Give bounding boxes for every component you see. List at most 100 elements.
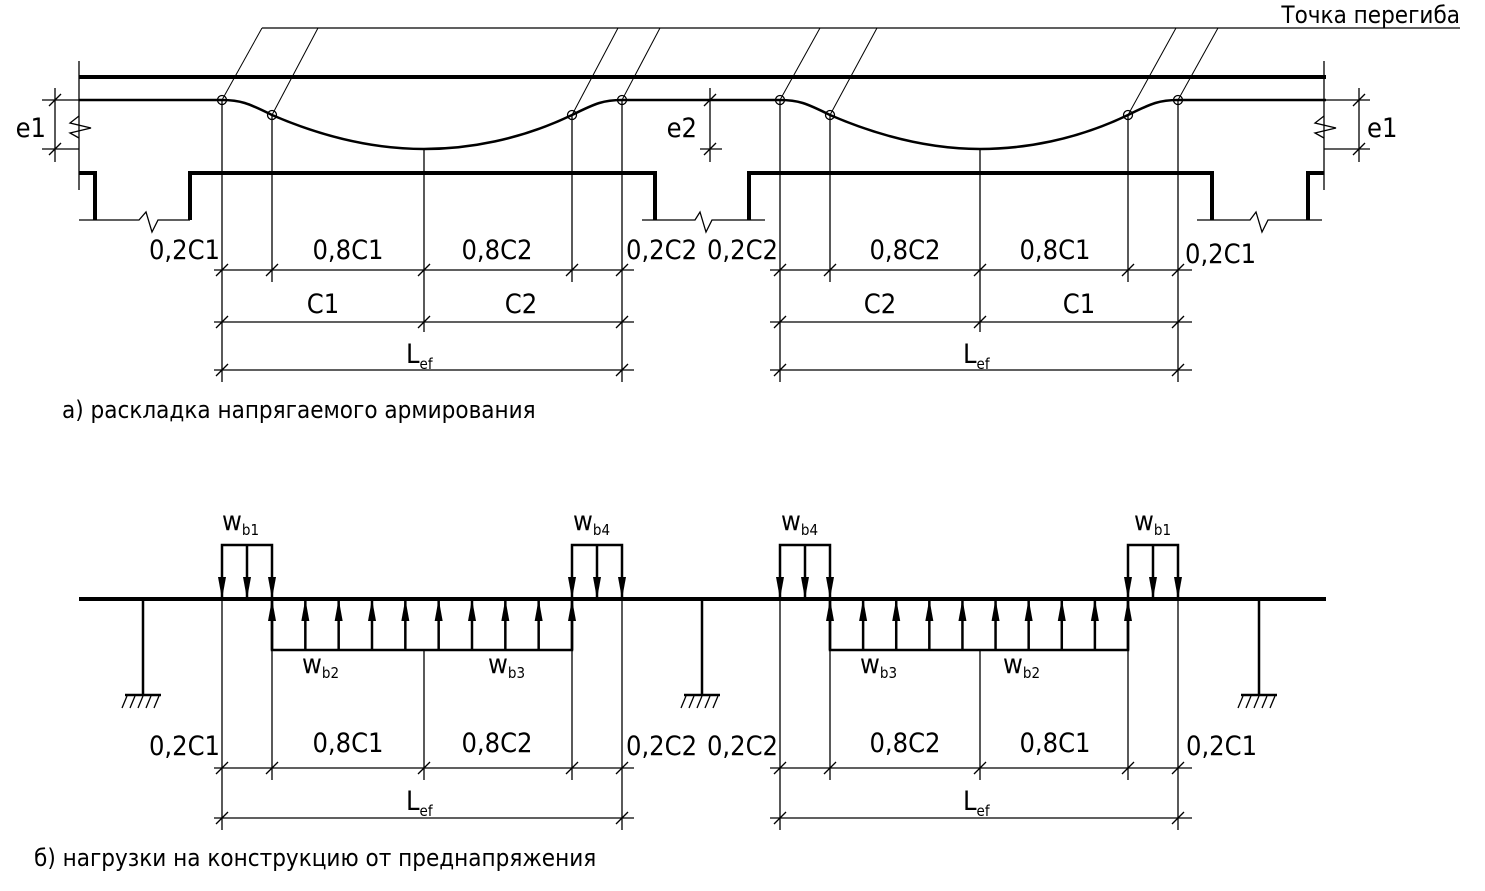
b-span2-load-wb3-wb2-frame [828, 599, 1130, 652]
a-span1-seg-3: 0,2C2 [626, 235, 697, 266]
left-column-cap [79, 171, 97, 220]
b-span1-seg-2: 0,8C2 [461, 728, 532, 759]
inflection-leader-7 [1177, 27, 1219, 101]
b-span2-seg-1: 0,8C2 [869, 728, 940, 759]
middle-break-base [642, 210, 765, 234]
b-span1-load-wb2-wb3-arrow-2 [334, 599, 343, 621]
b-span1-dim-row1-tick [265, 761, 279, 775]
inflection-leader-6 [1127, 27, 1177, 116]
b-span1-dim-row1-tick [615, 761, 629, 775]
inflection-leader-1 [271, 27, 319, 116]
b-span2-load-wb3-wb2-arrow-5 [991, 599, 1000, 621]
b-span1-load-wb4-arrow-1 [593, 577, 601, 599]
a-span1-seg-1: 0,8C1 [312, 235, 383, 266]
a-span2-total: Lef [963, 339, 991, 373]
b-span1-load-wb1-arrow-1 [243, 577, 251, 599]
a-span1-dim-row2-tick [615, 315, 629, 329]
inflection-leader-5 [829, 27, 878, 116]
b-span2-total: Lef [963, 786, 991, 820]
b-span2-load-wb3-wb2-arrow-1 [859, 599, 868, 621]
b-span1-dim-row2-tick [615, 811, 629, 825]
right-break-symbol [1313, 115, 1337, 139]
eccentricity-e1-left: e1 [16, 113, 46, 144]
b-span1-load-wb2-wb3-arrow-7 [501, 599, 510, 621]
b-span1-load-wb2-wb3-arrow-1 [301, 599, 310, 621]
eccentricity-e1-right: e1 [1367, 113, 1397, 144]
right-break-base [1197, 210, 1322, 234]
support-hatch-middle [704, 695, 711, 709]
a-span1-half-0: C1 [307, 289, 339, 320]
b-span2-load-wb3-wb2-arrow-7 [1057, 599, 1066, 621]
b-span2-load-wb1-arrow-2 [1174, 577, 1182, 599]
left-break-symbol [68, 115, 92, 139]
support-hatch-right [1261, 695, 1268, 709]
b-span1-dim-row1-tick [417, 761, 431, 775]
support-hatch-left [153, 695, 160, 709]
a-span1-seg-0: 0,2C1 [149, 235, 220, 266]
caption-part-b: б) нагрузки на конструкцию от преднапряж… [34, 844, 596, 872]
b-span1-seg-3: 0,2C2 [626, 731, 697, 762]
a-span2-dim-row1-tick [1171, 263, 1185, 277]
b-span2-dim-row1-tick [1121, 761, 1135, 775]
a-span1-dim-row1-tick [265, 263, 279, 277]
inflection-leader-2 [571, 27, 619, 116]
b-span1-load-wb1-arrow-2 [268, 577, 276, 599]
b-span2-load-wb3-wb2-arrow-8 [1090, 599, 1099, 621]
b-span1-load-wb2-wb3-arrow-6 [468, 599, 476, 621]
dim-tick [703, 93, 717, 107]
a-span1-dim-row1-tick [565, 263, 579, 277]
support-hatch-right [1253, 695, 1260, 709]
support-hatch-middle [680, 695, 687, 709]
left-break-base [129, 210, 190, 234]
inflection-leader-3 [621, 27, 661, 101]
b-span2-load-1: wb3 [860, 649, 897, 682]
support-hatch-left [137, 695, 144, 709]
b-span1-total: Lef [406, 786, 434, 820]
b-span2-load-wb1-arrow-0 [1124, 577, 1132, 599]
dim-tick [48, 142, 62, 156]
b-span2-load-wb3-wb2-arrow-6 [1024, 599, 1033, 621]
b-span2-load-wb3-wb2-arrow-2 [892, 599, 901, 621]
b-span2-dim-row1-tick [973, 761, 987, 775]
b-span2-dim-row1-tick [773, 761, 787, 775]
a-span1-dim-row1-tick [417, 263, 431, 277]
b-span1-seg-0: 0,2C1 [149, 731, 220, 762]
inflection-point-label: Точка перегиба [1280, 1, 1460, 29]
a-span2-seg-1: 0,8C2 [869, 235, 940, 266]
b-span2-seg-0: 0,2C2 [707, 731, 778, 762]
a-span1-dim-row2-tick [215, 315, 229, 329]
inflection-leader-0 [221, 27, 263, 101]
a-span2-half-0: C2 [864, 289, 896, 320]
b-span1-load-wb2-wb3-frame [270, 599, 574, 652]
a-span2-dim-row1-tick [973, 263, 987, 277]
b-span1-load-wb2-wb3-arrow-4 [401, 599, 410, 621]
support-hatch-middle [688, 695, 695, 709]
a-span2-seg-3: 0,2C1 [1185, 239, 1256, 270]
span1-beam-outline [188, 171, 657, 220]
a-span2-dim-row1-tick [773, 263, 787, 277]
b-span1-load-wb2-wb3-arrow-8 [534, 599, 543, 621]
b-span2-load-wb1-arrow-1 [1149, 577, 1157, 599]
support-hatch-left [121, 695, 128, 709]
a-span1-dim-row3-tick [215, 363, 229, 377]
support-hatch-middle [712, 695, 719, 709]
a-span1-dim-row2-tick [417, 315, 431, 329]
b-span2-load-wb3-wb2-arrow-3 [925, 599, 934, 621]
support-hatch-right [1269, 695, 1276, 709]
b-span1-load-3: wb4 [573, 506, 610, 539]
a-span1-dim-row1-tick [615, 263, 629, 277]
a-span1-dim-row3-tick [615, 363, 629, 377]
a-span2-dim-row1-tick [823, 263, 837, 277]
a-span1-seg-2: 0,8C2 [461, 235, 532, 266]
a-span2-half-1: C1 [1063, 289, 1095, 320]
eccentricity-e2: e2 [667, 113, 697, 144]
a-span2-dim-row2-tick [973, 315, 987, 329]
b-span1-load-wb4-arrow-2 [618, 577, 626, 599]
b-span1-dim-row1-tick [215, 761, 229, 775]
support-hatch-right [1237, 695, 1244, 709]
b-span2-dim-row1-tick [1171, 761, 1185, 775]
support-hatch-right [1245, 695, 1252, 709]
b-span1-dim-row1-tick [565, 761, 579, 775]
b-span2-load-0: wb4 [781, 506, 818, 539]
b-span1-load-wb2-wb3-arrow-3 [368, 599, 376, 621]
